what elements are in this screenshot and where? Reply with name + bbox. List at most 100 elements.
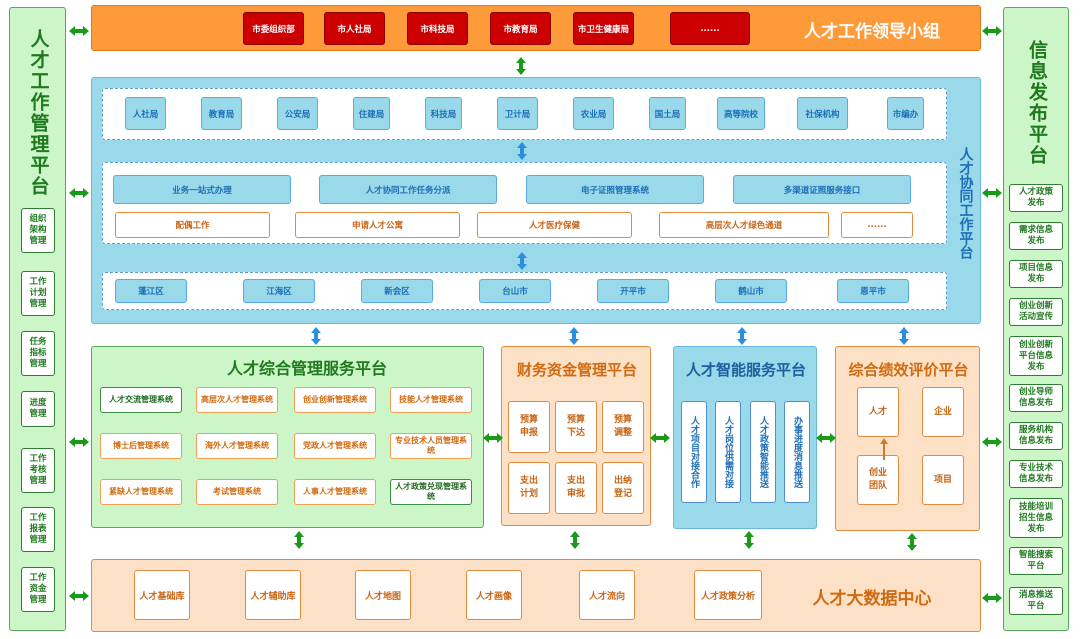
left-panel-title: 人才工作管理平台	[27, 29, 50, 197]
management-system-chip[interactable]: 博士后管理系统	[100, 433, 182, 459]
leadership-member-button[interactable]: 市科技局	[407, 12, 468, 45]
department-chip[interactable]: 社保机构	[797, 97, 848, 130]
department-chip[interactable]: 市编办	[887, 97, 924, 130]
system-chip[interactable]: 多渠道证照服务接口	[733, 175, 911, 204]
database-chip[interactable]: 人才地图	[355, 570, 411, 620]
department-chip[interactable]: 公安局	[277, 97, 318, 130]
management-system-chip[interactable]: 人才交流管理系统	[100, 387, 182, 413]
right-item[interactable]: 需求信息 发布	[1009, 222, 1063, 250]
systems-services-box: 业务一站式办理人才协同工作任务分派电子证照管理系统多渠道证照服务接口配偶工作申请…	[102, 162, 947, 244]
leadership-member-button[interactable]: 市委组织部	[243, 12, 304, 45]
right-item[interactable]: 项目信息 发布	[1009, 260, 1063, 288]
left-item[interactable]: 组织 架构 管理	[21, 208, 55, 253]
system-chip[interactable]: 电子证照管理系统	[526, 175, 704, 204]
evaluation-item-chip[interactable]: 人才	[857, 387, 899, 437]
finance-item-chip[interactable]: 预算 申报	[508, 401, 550, 453]
right-item[interactable]: 消息推送 平台	[1009, 587, 1063, 615]
finance-item-chip[interactable]: 预算 下达	[555, 401, 597, 453]
leadership-member-button[interactable]: 市教育局	[490, 12, 551, 45]
management-system-chip[interactable]: 技能人才管理系统	[390, 387, 472, 413]
right-item[interactable]: 智能搜索 平台	[1009, 547, 1063, 575]
database-chip[interactable]: 人才政策分析	[694, 570, 762, 620]
database-chip[interactable]: 人才辅助库	[245, 570, 301, 620]
system-chip[interactable]: 人才协同工作任务分派	[319, 175, 497, 204]
evaluation-item-chip[interactable]: 创业 团队	[857, 455, 899, 505]
management-system-chip[interactable]: 人事人才管理系统	[294, 479, 376, 505]
department-chip[interactable]: 教育局	[201, 97, 242, 130]
district-chip[interactable]: 蓬江区	[115, 279, 187, 303]
system-chip[interactable]: 业务一站式办理	[113, 175, 291, 204]
management-system-chip[interactable]: 紧缺人才管理系统	[100, 479, 182, 505]
department-chip[interactable]: 农业局	[573, 97, 614, 130]
right-item[interactable]: 创业导师 信息发布	[1009, 384, 1063, 412]
left-item[interactable]: 进度 管理	[21, 391, 55, 427]
department-chip[interactable]: 科技局	[425, 97, 462, 130]
database-chip[interactable]: 人才流向	[579, 570, 635, 620]
leadership-group-bar: 市委组织部市人社局市科技局市教育局市卫生健康局...... 人才工作领导小组	[91, 5, 981, 51]
management-system-chip[interactable]: 人才政策兑现管理系统	[390, 479, 472, 505]
management-system-chip[interactable]: 海外人才管理系统	[196, 433, 278, 459]
intelligent-service-chip[interactable]: 办事进度消息推送	[784, 401, 810, 503]
leadership-member-button[interactable]: 市卫生健康局	[573, 12, 634, 45]
arrow-finance-bigdata	[570, 531, 580, 549]
left-item[interactable]: 工作 计划 管理	[21, 271, 55, 316]
district-chip[interactable]: 恩平市	[837, 279, 909, 303]
left-item[interactable]: 工作 资金 管理	[21, 567, 55, 612]
intelligent-title: 人才智能服务平台	[685, 360, 806, 379]
arrow-collab-eval	[899, 327, 909, 345]
arrow-lead-collab	[516, 57, 526, 75]
service-chip[interactable]: 人才医疗保健	[477, 212, 632, 238]
finance-item-chip[interactable]: 出纳 登记	[602, 462, 644, 514]
intelligent-service-chip[interactable]: 人才政策智能推送	[750, 401, 776, 503]
leadership-member-button[interactable]: 市人社局	[324, 12, 385, 45]
right-item[interactable]: 技能培训 招生信息 发布	[1009, 498, 1063, 538]
right-item[interactable]: 人才政策 发布	[1009, 184, 1063, 212]
management-system-chip[interactable]: 考试管理系统	[196, 479, 278, 505]
district-chip[interactable]: 新会区	[361, 279, 433, 303]
service-chip[interactable]: ......	[841, 212, 913, 238]
finance-item-chip[interactable]: 支出 审批	[555, 462, 597, 514]
service-chip[interactable]: 高层次人才绿色通道	[659, 212, 829, 238]
service-chip[interactable]: 申请人才公寓	[295, 212, 460, 238]
arrow-right-bigdata	[982, 593, 1002, 603]
right-item[interactable]: 专业技术 信息发布	[1009, 460, 1063, 488]
arrow-eval-bigdata	[907, 533, 917, 551]
finance-item-chip[interactable]: 支出 计划	[508, 462, 550, 514]
management-system-chip[interactable]: 党政人才管理系统	[294, 433, 376, 459]
left-item[interactable]: 任务 指标 管理	[21, 331, 55, 376]
right-item[interactable]: 创业创新 平台信息 发布	[1009, 336, 1063, 376]
district-chip[interactable]: 鹤山市	[715, 279, 787, 303]
district-chip[interactable]: 台山市	[479, 279, 551, 303]
management-system-chip[interactable]: 高层次人才管理系统	[196, 387, 278, 413]
districts-box: 蓬江区 江海区 新会区 台山市 开平市 鹤山市 恩平市	[102, 272, 947, 310]
right-panel-info-publish: 信息发布平台 人才政策 发布需求信息 发布项目信息 发布创业创新 活动宣传创业创…	[1003, 7, 1069, 631]
right-item[interactable]: 创业创新 活动宣传	[1009, 298, 1063, 326]
evaluation-item-chip[interactable]: 项目	[922, 455, 964, 505]
intelligent-service-chip[interactable]: 人才项目对接合作	[681, 401, 707, 503]
left-panel-work-management: 人才工作管理平台 组织 架构 管理工作 计划 管理任务 指标 管理进度 管理工作…	[9, 7, 66, 631]
database-chip[interactable]: 人才画像	[466, 570, 522, 620]
left-item[interactable]: 工作 考核 管理	[21, 448, 55, 493]
department-chip[interactable]: 高等院校	[717, 97, 765, 130]
intelligent-service-chip[interactable]: 人才岗位供需对接	[715, 401, 741, 503]
evaluation-item-chip[interactable]: 企业	[922, 387, 964, 437]
database-chip[interactable]: 人才基础库	[134, 570, 190, 620]
leadership-member-button[interactable]: ......	[670, 12, 750, 45]
left-item[interactable]: 工作 报表 管理	[21, 507, 55, 552]
finance-platform: 财务资金管理平台 预算 申报预算 下达预算 调整支出 计划支出 审批出纳 登记	[501, 346, 651, 526]
department-chip[interactable]: 国土局	[649, 97, 686, 130]
right-item[interactable]: 服务机构 信息发布	[1009, 422, 1063, 450]
arrow-left-lead	[69, 26, 89, 36]
district-chip[interactable]: 江海区	[243, 279, 315, 303]
service-chip[interactable]: 配偶工作	[115, 212, 270, 238]
department-chip[interactable]: 住建局	[353, 97, 390, 130]
arrow-left-collab	[69, 188, 89, 198]
arrow-systems-districts	[517, 252, 527, 270]
management-system-chip[interactable]: 专业技术人员管理系统	[390, 433, 472, 459]
arrow-ai-eval	[816, 433, 836, 443]
management-system-chip[interactable]: 创业创新管理系统	[294, 387, 376, 413]
department-chip[interactable]: 人社局	[125, 97, 166, 130]
district-chip[interactable]: 开平市	[597, 279, 669, 303]
finance-item-chip[interactable]: 预算 调整	[602, 401, 644, 453]
department-chip[interactable]: 卫计局	[497, 97, 538, 130]
